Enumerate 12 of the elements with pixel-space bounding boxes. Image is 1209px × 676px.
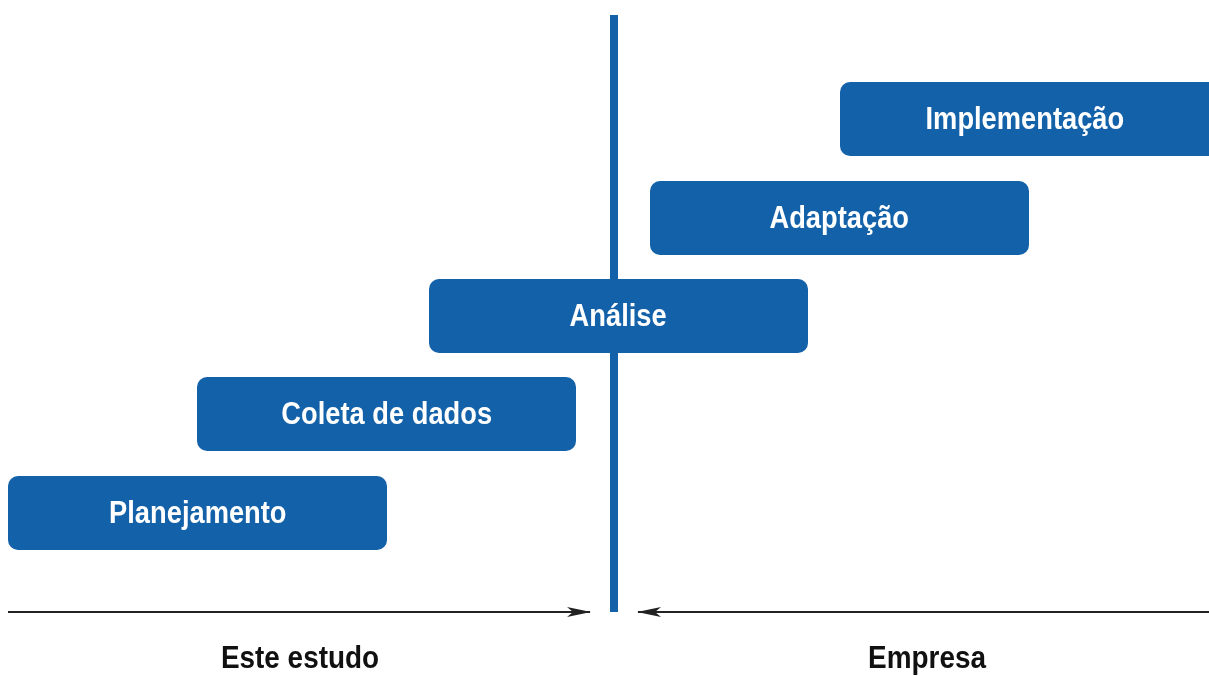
phase-bar xyxy=(8,476,387,550)
phase-bar xyxy=(840,82,1209,156)
phase-bar xyxy=(429,279,808,353)
phase-label: Implementação xyxy=(925,101,1124,137)
phase-label: Planejamento xyxy=(108,495,287,531)
phase-label: Coleta de dados xyxy=(281,396,492,432)
side-label: Este estudo xyxy=(220,640,380,676)
phase-bar xyxy=(197,377,576,451)
phase-label: Análise xyxy=(570,298,667,334)
phase-label: Adaptação xyxy=(769,200,910,236)
side-label: Empresa xyxy=(868,640,986,676)
phase-bar xyxy=(650,181,1029,255)
